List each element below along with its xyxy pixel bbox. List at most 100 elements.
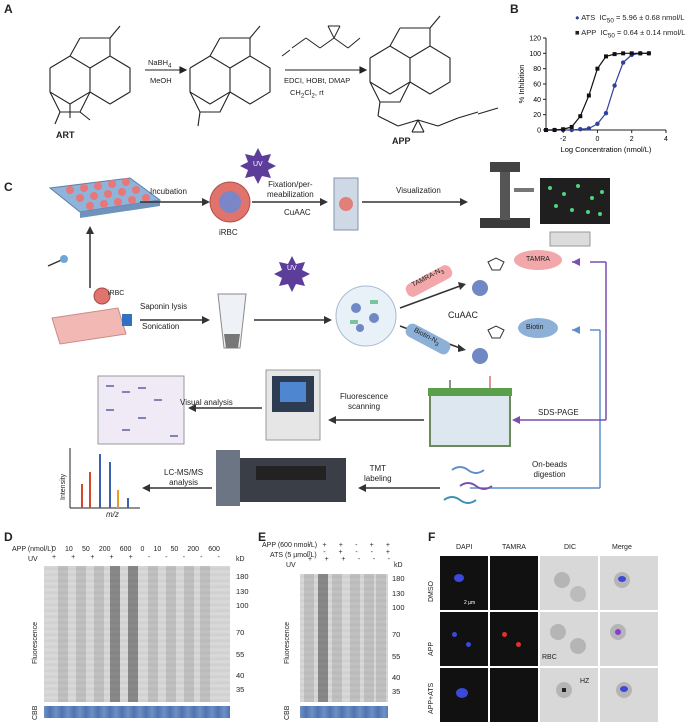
step2-reagents: EDCI, HOBt, DMAP xyxy=(284,76,351,85)
panel-label-a: A xyxy=(4,2,13,16)
monitor-icon xyxy=(540,178,610,247)
f-col-tamra: TAMRA xyxy=(502,544,526,551)
e-uv-label: UV xyxy=(286,562,296,569)
data-point-app xyxy=(552,128,557,132)
data-point-app xyxy=(646,51,651,56)
f-row-app: APP xyxy=(428,641,435,656)
panel-label-c: C xyxy=(4,180,13,194)
label-on-beads: On-beads digestion xyxy=(532,460,568,479)
step1-solvent: MeOH xyxy=(150,76,172,85)
label-tamra: TAMRA xyxy=(526,256,550,263)
f-rbc-label: RBC xyxy=(542,654,557,661)
y-axis-label: % Inhibition xyxy=(517,65,526,104)
f-dmso-merge xyxy=(600,556,658,610)
data-point-ats xyxy=(603,110,609,116)
ms-spectrum-icon xyxy=(69,448,140,509)
f-dmso-tamra xyxy=(490,556,538,610)
y-tick-label: 100 xyxy=(529,51,541,58)
intermediate-structure xyxy=(189,25,271,127)
label-sds-page: SDS-PAGE xyxy=(538,408,579,417)
compound-art-label: ART xyxy=(56,130,75,140)
microscope-icon xyxy=(480,162,534,228)
culture-flask-icon xyxy=(51,307,132,345)
e-cbb-label: CBB xyxy=(284,705,291,720)
d-cbb-strip xyxy=(44,706,230,718)
panel-label-e: E xyxy=(258,530,267,544)
e-gel-image xyxy=(300,574,388,702)
f-appats-dapi xyxy=(440,668,488,722)
legend-app: ■ APP IC50 = 0.64 ± 0.14 nmol/L xyxy=(575,27,686,40)
reaction-arrows xyxy=(145,66,368,74)
app-structure xyxy=(369,15,499,133)
step2-solvent: CH2Cl2, rt xyxy=(290,88,324,100)
label-saponin: Saponin lysis xyxy=(140,302,188,311)
d-cbb-label: CBB xyxy=(32,705,39,720)
diazirine-reagent xyxy=(281,25,361,57)
label-sonication: Sonication xyxy=(142,322,180,331)
data-point-app xyxy=(578,114,583,119)
x-axis-label: Log Concentration (nmol/L) xyxy=(561,145,652,154)
art-structure xyxy=(49,25,131,125)
step1-reagent: NaBH4 xyxy=(148,58,172,70)
e-cbb-strip xyxy=(300,706,388,718)
f-app-dic xyxy=(540,612,598,666)
x-tick-label: 2 xyxy=(630,136,634,143)
f-appats-merge xyxy=(600,668,658,722)
y-tick-label: 20 xyxy=(533,112,541,119)
x-tick-label: 4 xyxy=(664,136,668,143)
f-app-dapi xyxy=(440,612,488,666)
data-point-app xyxy=(569,124,574,129)
e-app-label: APP (600 nmol/L) xyxy=(262,542,318,549)
d-gel-image xyxy=(44,566,230,702)
gel-image-icon xyxy=(97,375,185,445)
label-fixation: Fixation/per- meabilization xyxy=(267,180,314,199)
panel-label-f: F xyxy=(428,530,436,544)
data-point-app xyxy=(638,51,643,56)
uv-burst-icon xyxy=(240,148,276,184)
e-fluor-label: Fluorescence xyxy=(284,621,291,664)
lcms-instrument-icon xyxy=(216,450,346,506)
f-hz-label: HZ xyxy=(580,678,590,685)
y-tick-label: 0 xyxy=(537,128,541,135)
y-tick-label: 60 xyxy=(533,82,541,89)
f-scale-bar-label: 2 µm xyxy=(464,600,476,606)
label-mz: m/z xyxy=(106,510,119,519)
d-app-label: APP (nmol/L) xyxy=(12,546,54,553)
d-uv-label: UV xyxy=(28,556,38,563)
data-point-app xyxy=(586,93,591,98)
eppendorf-tube-icon xyxy=(217,293,247,349)
label-intensity: Intensity xyxy=(60,473,67,500)
scanner-icon xyxy=(265,369,321,441)
label-cuaac-1: CuAAC xyxy=(284,208,311,217)
y-tick-label: 40 xyxy=(533,97,541,104)
label-visualization: Visualization xyxy=(396,186,441,195)
label-irbc-1: iRBC xyxy=(219,228,238,237)
compound-app-label: APP xyxy=(392,136,411,146)
label-incubation: Incubation xyxy=(150,187,187,196)
f-dmso-dapi xyxy=(440,556,488,610)
uv-burst-icon-2 xyxy=(274,256,310,292)
d-kd-label: kD xyxy=(236,556,245,563)
data-point-app xyxy=(604,54,608,59)
label-fluor-scan: Fluorescence scanning xyxy=(340,392,389,411)
e-ats-label: ATS (5 µmol/L) xyxy=(270,552,317,559)
irbc-cell-icon xyxy=(209,181,251,223)
data-point-ats xyxy=(586,126,592,131)
f-app-merge xyxy=(600,612,658,666)
y-tick-label: 120 xyxy=(529,36,541,43)
f-col-dic: DIC xyxy=(564,544,577,551)
gel-box-icon xyxy=(428,376,512,447)
f-row-app-ats: APP+ATS xyxy=(428,682,435,714)
e-kd-label: kD xyxy=(394,562,403,569)
label-irbc-2: iRBC xyxy=(108,290,125,297)
series-line-ats xyxy=(546,52,649,131)
label-tmt: TMT labeling xyxy=(364,464,392,483)
f-row-dmso: DMSO xyxy=(428,581,435,602)
data-point-app xyxy=(612,52,617,57)
data-point-app xyxy=(561,127,566,132)
label-lcms: LC-MS/MS analysis xyxy=(164,468,204,487)
